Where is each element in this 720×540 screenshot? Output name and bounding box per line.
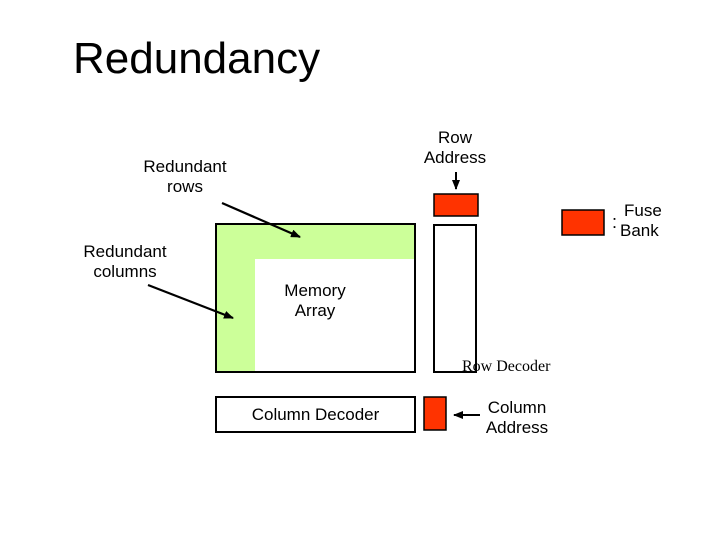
redundant-columns-label: Redundant columns bbox=[83, 242, 167, 281]
row-address-label: Row Address bbox=[423, 128, 487, 167]
redundant-rows-label: Redundant rows bbox=[143, 157, 227, 196]
row-decoder-box bbox=[433, 224, 477, 373]
row-decoder-label: Row Decoder bbox=[462, 358, 551, 375]
redundant-columns-region bbox=[217, 225, 255, 371]
row-fuse-bank bbox=[433, 193, 479, 217]
column-decoder-label: Column Decoder bbox=[251, 405, 380, 424]
fuse-bank-legend-label: Fuse Bank bbox=[620, 201, 662, 240]
slide-title: Redundancy bbox=[73, 34, 321, 83]
column-fuse-bank bbox=[423, 396, 447, 431]
redundant-columns-arrow bbox=[147, 283, 234, 320]
legend-separator: : bbox=[612, 212, 618, 232]
legend-fuse-swatch bbox=[561, 209, 605, 236]
redundant-rows-arrow bbox=[221, 201, 301, 239]
column-address-label: Column Address bbox=[485, 398, 549, 437]
column-decoder-box bbox=[215, 396, 416, 433]
memory-array-label: Memory Array bbox=[284, 281, 346, 320]
memory-array-block bbox=[215, 223, 416, 373]
